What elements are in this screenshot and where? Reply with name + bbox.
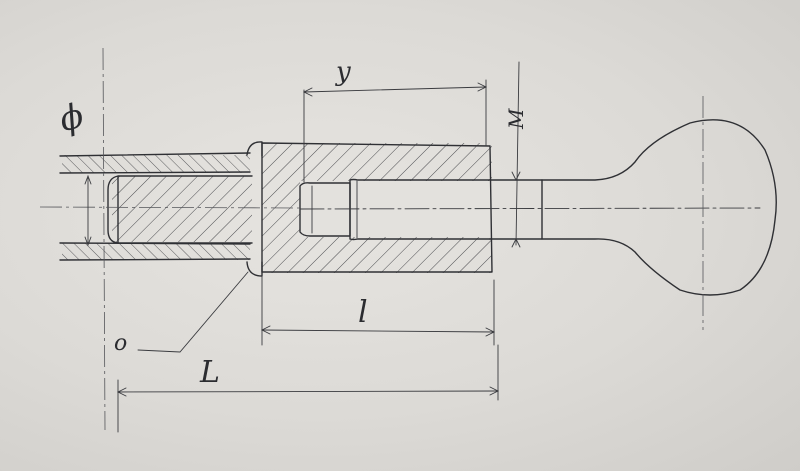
tube [59,152,251,261]
l-dimension: l [260,274,496,346]
big-l-label: L [199,355,220,390]
diameter-label: ϕ [55,96,88,141]
weld-bottom [246,261,263,277]
body-block [261,142,493,273]
m-label: M [504,108,528,130]
big-l-dimension: L [116,344,500,433]
tube-top-wall [62,155,250,173]
stud [299,119,777,296]
vertical-axis-left [102,47,106,431]
inner-plug-section [112,176,252,242]
l-label: l [358,295,368,330]
tube-bottom-wall [62,243,250,260]
m-dimension: M [504,61,528,248]
weld-leader: o [114,271,249,356]
main-axis [39,206,301,209]
inner-plug [107,175,253,244]
o-label: o [114,331,127,356]
y-label: y [335,57,351,87]
center-lines [39,47,704,431]
weld-top [246,141,263,157]
y-dimension: y [302,57,488,183]
